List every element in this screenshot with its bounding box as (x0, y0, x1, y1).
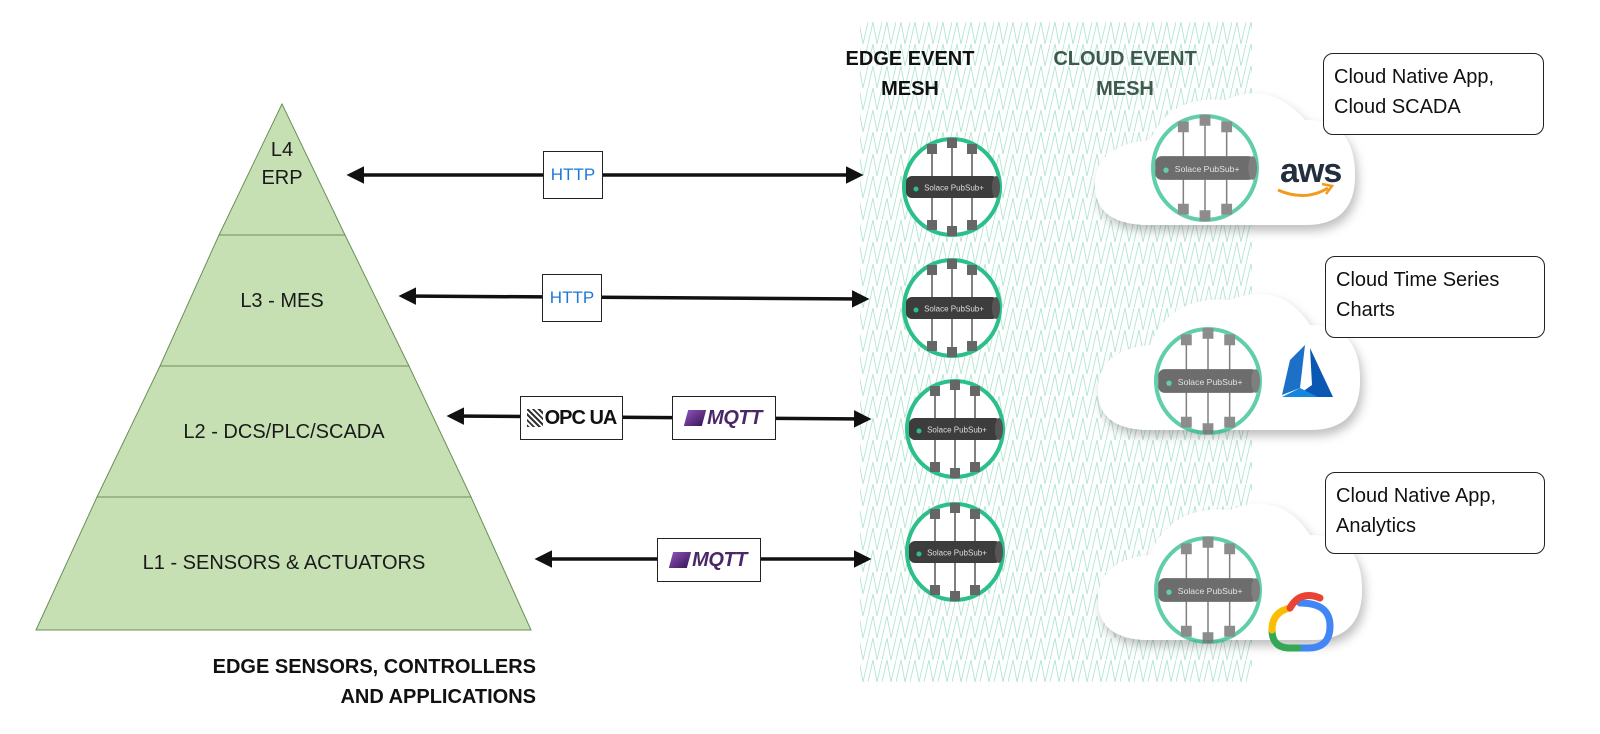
cloud-header-line1: CLOUD EVENT (1053, 48, 1197, 70)
pyramid-caption-line1: EDGE SENSORS, CONTROLLERS (212, 656, 536, 678)
edge-broker-l2: Solace PubSub+ (905, 379, 1005, 479)
pyramid-caption-line2: AND APPLICATIONS (340, 686, 536, 708)
pyramid (35, 102, 532, 631)
google-cloud-logo-icon (1268, 592, 1334, 652)
callout-aws-line1: Cloud Native App, (1334, 66, 1495, 88)
arrow-l2 (446, 407, 872, 428)
http-label: HTTP (550, 165, 596, 184)
level-l4-name: ERP (261, 167, 303, 189)
callout-gcp-apps: Cloud Native App, Analytics (1325, 472, 1545, 554)
pyramid-level-l1 (35, 496, 532, 631)
edge-event-mesh-header: EDGE EVENT MESH (830, 44, 990, 104)
level-l2-label: L2 - DCS/PLC/SCADA (183, 421, 385, 443)
opc-ua-label: OPC UA (544, 406, 618, 429)
broker-label: Solace PubSub+ (1175, 164, 1240, 174)
level-l3-label: L3 - MES (240, 290, 324, 312)
protocol-http-l4: HTTP (543, 151, 603, 199)
cloud-broker-gcp: Solace PubSub+ (1154, 536, 1262, 644)
edge-broker-l3: Solace PubSub+ (902, 258, 1002, 358)
aws-logo: aws (1280, 152, 1342, 190)
cloud-broker-aws: Solace PubSub+ (1151, 114, 1259, 222)
protocol-opcua-l2: OPC UA (520, 396, 623, 440)
protocol-http-l3: HTTP (542, 274, 602, 322)
cloud-event-mesh-header: CLOUD EVENT MESH (1040, 44, 1210, 104)
aws-smile-icon (1277, 186, 1329, 197)
callout-azure-line2: Charts (1336, 299, 1395, 321)
cloud-header-line2: MESH (1096, 78, 1154, 100)
broker-label: Solace PubSub+ (927, 549, 987, 558)
broker-label: Solace PubSub+ (1178, 377, 1243, 387)
callout-gcp-line2: Analytics (1336, 515, 1417, 537)
protocol-mqtt-l2: MQTT (672, 396, 776, 440)
broker-label: Solace PubSub+ (924, 305, 984, 314)
protocol-mqtt-l1: MQTT (657, 538, 761, 582)
arrow-l3 (398, 287, 870, 308)
callout-aws-line2: Cloud SCADA (1334, 96, 1461, 118)
mqtt-label: MQTT (692, 548, 747, 571)
edge-broker-l4: Solace PubSub+ (902, 137, 1002, 237)
mqtt-label: MQTT (707, 406, 762, 429)
broker-label: Solace PubSub+ (924, 184, 984, 193)
level-l4-label: L4 ERP (232, 136, 332, 192)
level-l1-label: L1 - SENSORS & ACTUATORS (142, 552, 426, 574)
edge-header-line1: EDGE EVENT (845, 48, 975, 70)
callout-aws-apps: Cloud Native App, Cloud SCADA (1323, 53, 1544, 135)
http-label: HTTP (549, 288, 595, 307)
broker-label: Solace PubSub+ (927, 426, 987, 435)
mqtt-icon (669, 552, 692, 568)
broker-label: Solace PubSub+ (1178, 586, 1243, 596)
level-l4-code: L4 (270, 139, 294, 161)
opc-ua-icon (526, 409, 543, 427)
callout-gcp-line1: Cloud Native App, (1336, 485, 1497, 507)
callout-azure-line1: Cloud Time Series (1336, 269, 1500, 291)
callout-azure-apps: Cloud Time Series Charts (1325, 256, 1545, 338)
edge-broker-l1: Solace PubSub+ (905, 502, 1005, 602)
edge-header-line2: MESH (881, 78, 939, 100)
cloud-broker-azure: Solace PubSub+ (1154, 327, 1262, 435)
pyramid-caption: EDGE SENSORS, CONTROLLERS AND APPLICATIO… (180, 652, 536, 712)
mqtt-icon (684, 410, 707, 426)
azure-logo-icon (1282, 345, 1333, 397)
